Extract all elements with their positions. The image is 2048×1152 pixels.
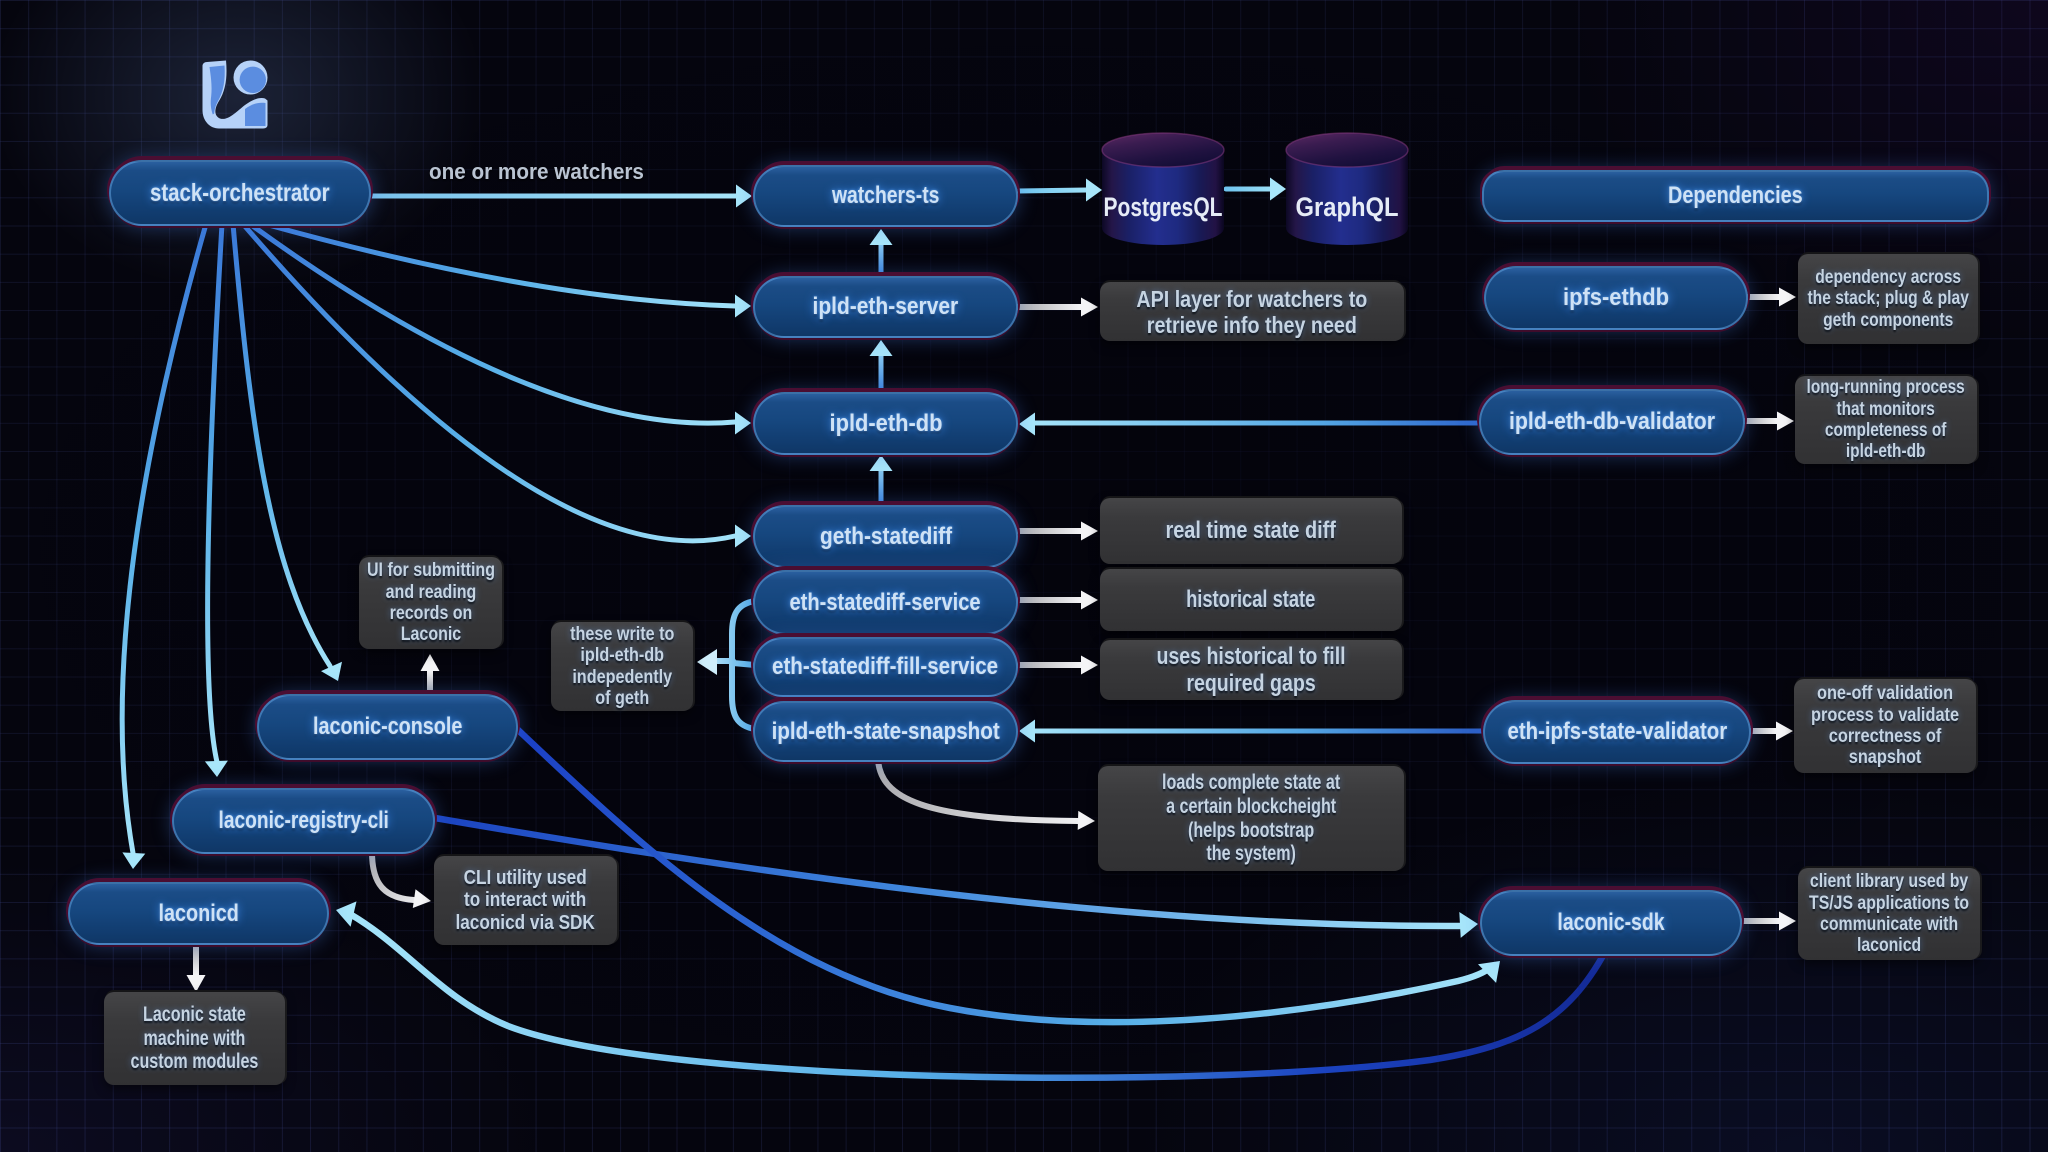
- svg-text:PostgresQL: PostgresQL: [1104, 192, 1223, 222]
- svg-text:GraphQL: GraphQL: [1296, 192, 1399, 222]
